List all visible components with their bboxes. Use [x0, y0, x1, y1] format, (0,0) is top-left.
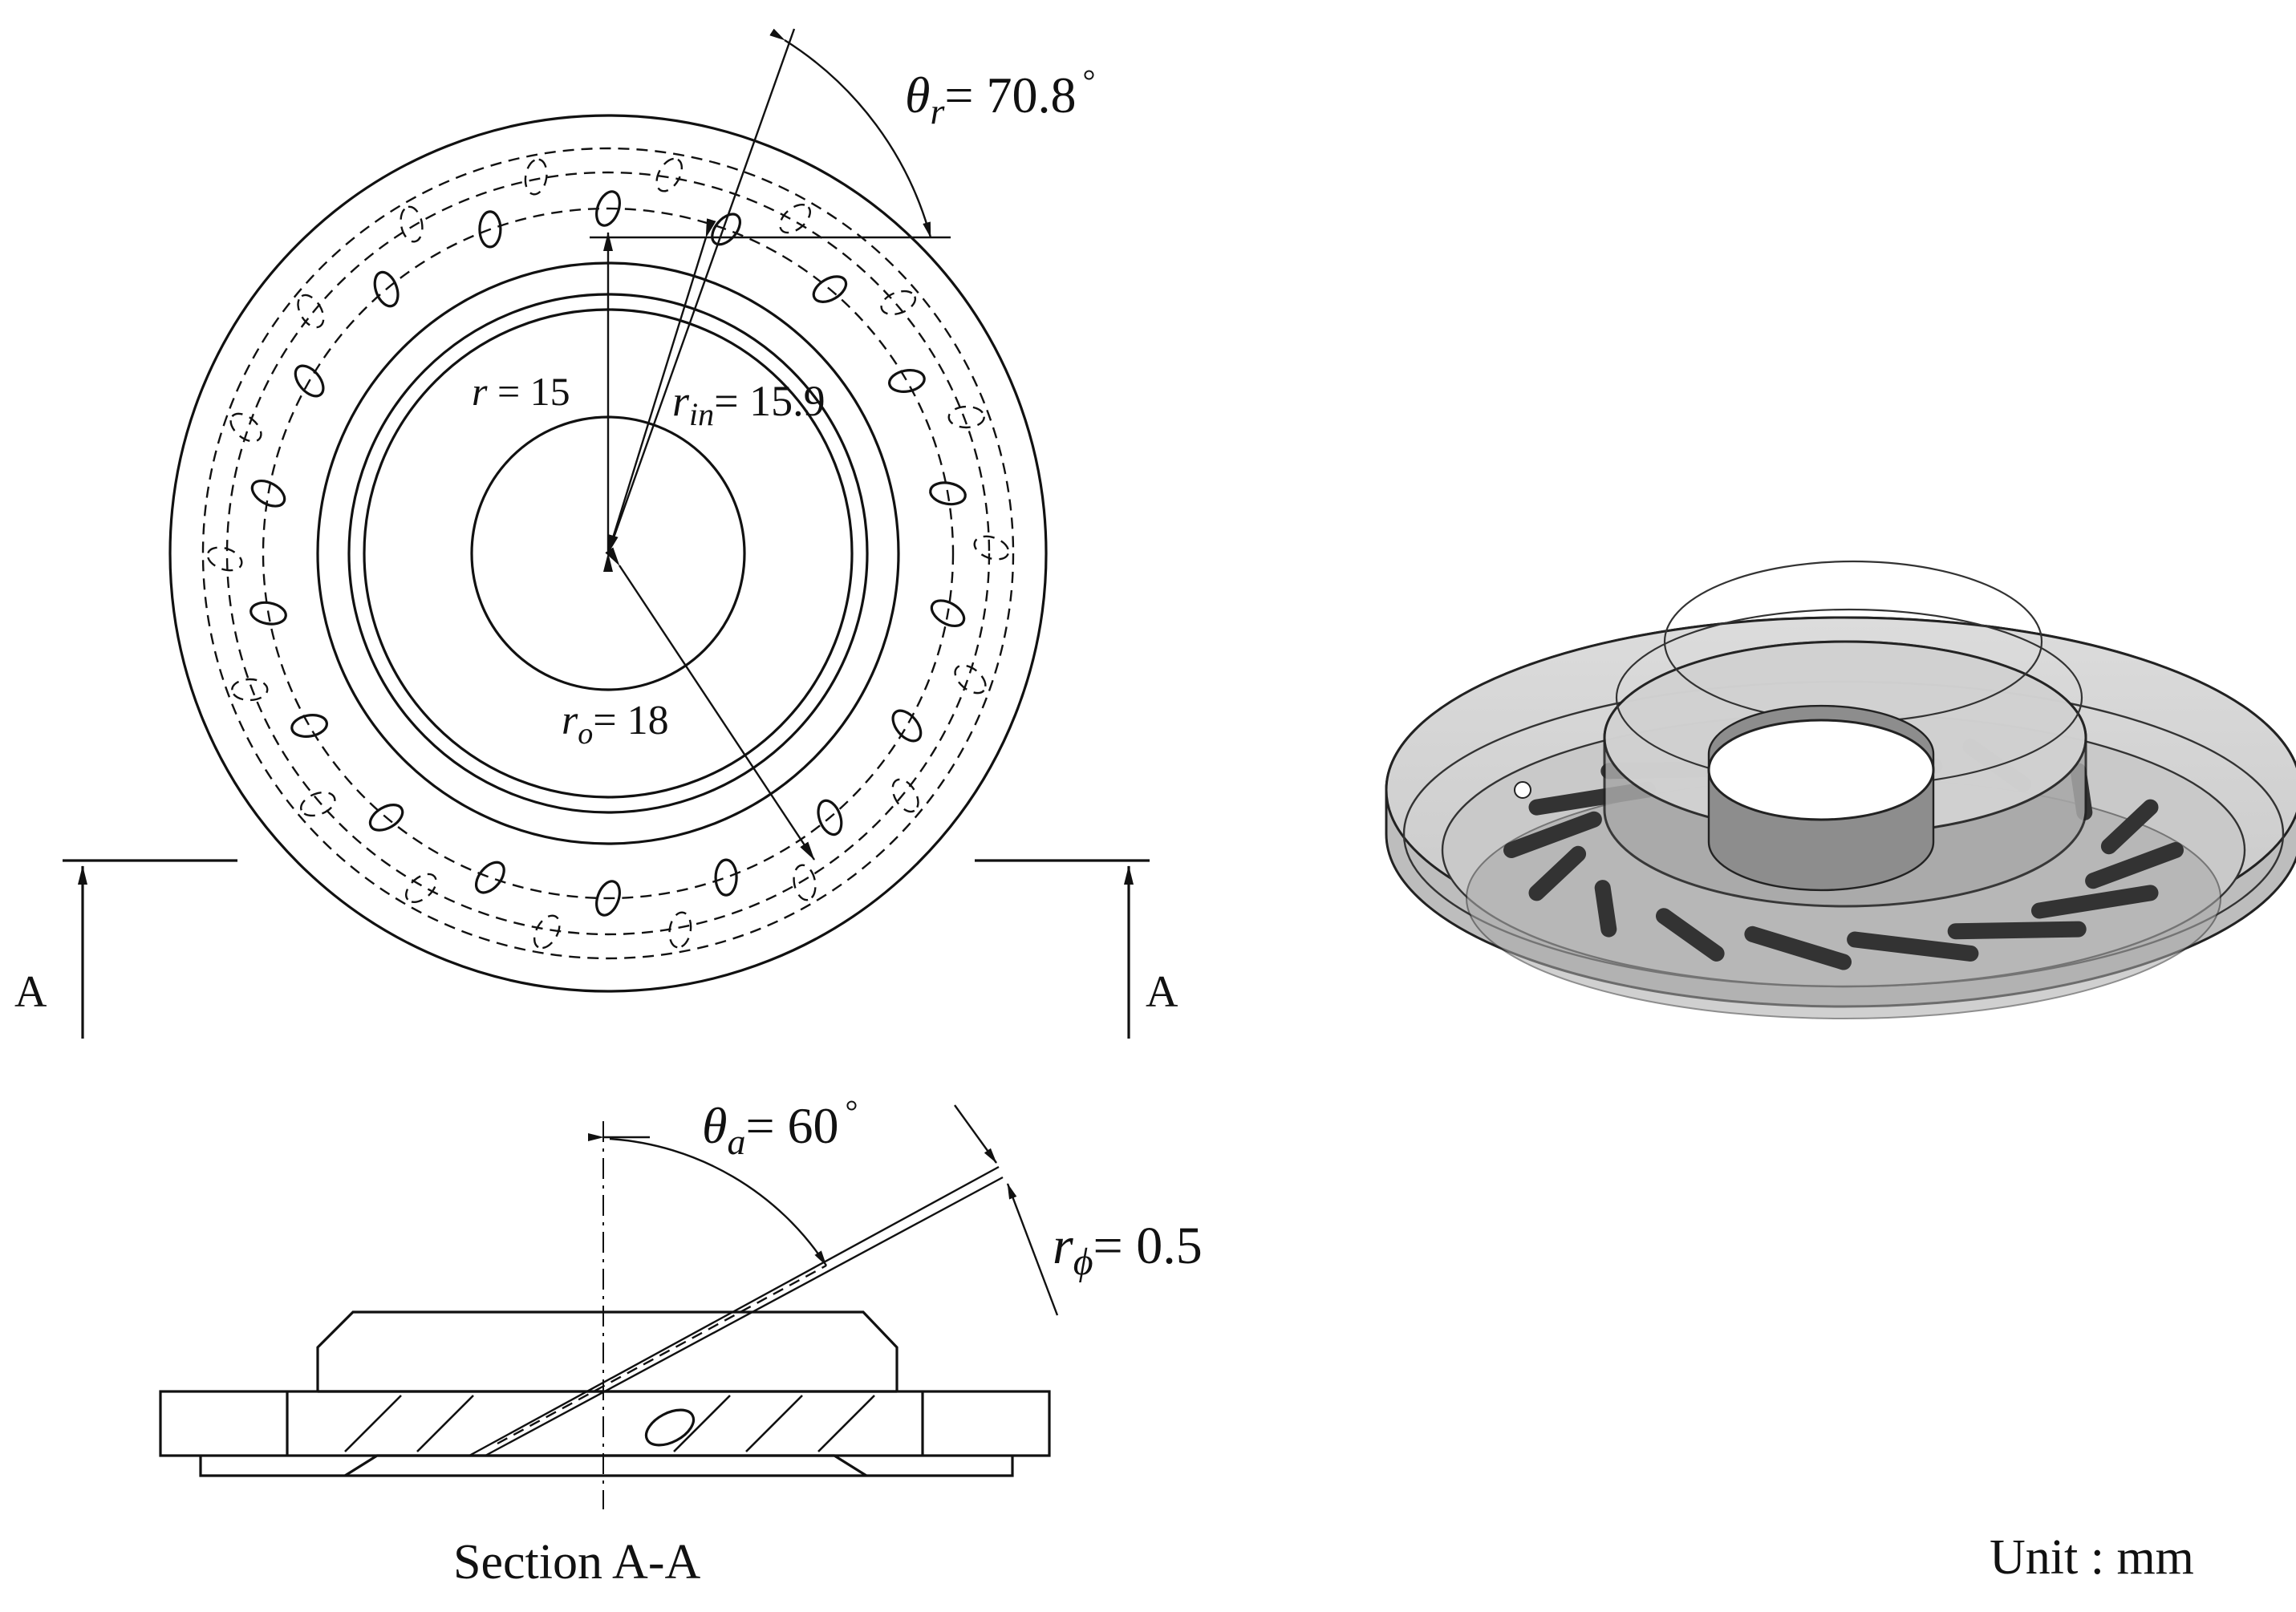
injection-hole — [475, 861, 505, 894]
r-in-dimension-line — [606, 218, 716, 554]
injection-hole — [290, 714, 328, 738]
hole-wall-2 — [485, 1176, 1004, 1457]
injection-hole — [929, 481, 967, 506]
top-view: θr= 70.8° r = 15 rin= 15.9 ro= 18 A A — [14, 28, 1178, 1039]
bottom-step — [199, 1456, 1014, 1477]
injection-hole — [524, 158, 548, 196]
unit-note: Unit : mm — [1990, 1530, 2194, 1585]
hidden-circle-mid — [225, 171, 991, 936]
injection-hole — [368, 804, 404, 832]
theta-a-arc — [609, 1137, 828, 1266]
r-in-label: rin= 15.9 — [672, 377, 826, 432]
injection-hole — [250, 479, 286, 508]
hidden-circle-inner — [262, 207, 955, 900]
injection-hole — [373, 270, 400, 308]
injection-hole — [817, 799, 843, 836]
isometric-hole — [1847, 931, 1979, 962]
hidden-circle-outer — [201, 147, 1015, 960]
isometric-view — [1385, 560, 2296, 1019]
injection-hole — [891, 778, 919, 813]
upper-boss — [316, 1310, 899, 1391]
isometric-hole — [1744, 925, 1852, 970]
theta-r-arc — [769, 28, 932, 238]
injection-hole — [231, 678, 269, 702]
isometric-hole — [2100, 799, 2159, 855]
injection-hole — [533, 914, 561, 950]
section-marker-left: A — [14, 859, 237, 1039]
isometric-hole — [1503, 811, 1602, 858]
injection-hole — [812, 275, 848, 303]
injection-hole — [294, 364, 325, 398]
isometric-hole — [1947, 921, 2087, 940]
theta-r-label: θr= 70.8° — [905, 63, 1095, 132]
injection-hole — [880, 290, 916, 316]
section-hatch — [344, 1395, 875, 1452]
outer-flange-circle — [168, 114, 1048, 993]
section-caption: Section A-A — [453, 1535, 700, 1590]
injection-hole — [229, 412, 262, 443]
flange-outline — [159, 1390, 1051, 1457]
hole-cross-section — [644, 1408, 696, 1447]
injection-hole — [888, 369, 926, 393]
injection-hole — [947, 405, 985, 429]
isometric-hole — [1594, 880, 1617, 938]
svg-text:A: A — [1146, 967, 1178, 1017]
isometric-hole — [2085, 842, 2184, 889]
hole-axis-line — [606, 28, 796, 554]
r-o-label: ro= 18 — [562, 698, 669, 751]
injection-hole — [405, 873, 437, 904]
r-label: r = 15 — [472, 369, 570, 414]
bore-opening — [1707, 719, 1935, 821]
injection-hole — [891, 709, 923, 743]
injection-hole — [595, 190, 621, 227]
injection-hole — [930, 599, 966, 628]
section-marker-right: A — [975, 859, 1178, 1039]
isometric-hole — [2031, 885, 2159, 919]
injection-hole — [668, 911, 692, 949]
injection-hole — [400, 205, 424, 243]
injection-hole — [655, 157, 684, 192]
injection-hole — [595, 880, 621, 917]
section-view: θa= 60° rϕ= 0.5 Section A-A — [159, 1093, 1203, 1590]
r-o-dimension-line — [605, 547, 816, 861]
r-phi-label: rϕ= 0.5 — [1053, 1217, 1203, 1283]
injection-hole — [954, 664, 987, 695]
theta-a-label: θa= 60° — [702, 1093, 858, 1162]
injection-hole — [206, 546, 243, 572]
injection-hole — [973, 535, 1010, 561]
injection-hole — [793, 864, 817, 901]
injection-hole — [249, 601, 287, 626]
injection-hole — [300, 791, 336, 817]
injection-hole — [297, 294, 325, 329]
isometric-hole — [1656, 908, 1725, 962]
svg-text:A: A — [14, 967, 47, 1017]
injection-hole — [779, 203, 811, 234]
injection-hole — [714, 858, 738, 897]
bore-chamfer — [344, 1454, 867, 1477]
isometric-hole — [1528, 845, 1587, 901]
injection-hole — [478, 210, 502, 249]
hole-wall-1 — [469, 1165, 1000, 1457]
